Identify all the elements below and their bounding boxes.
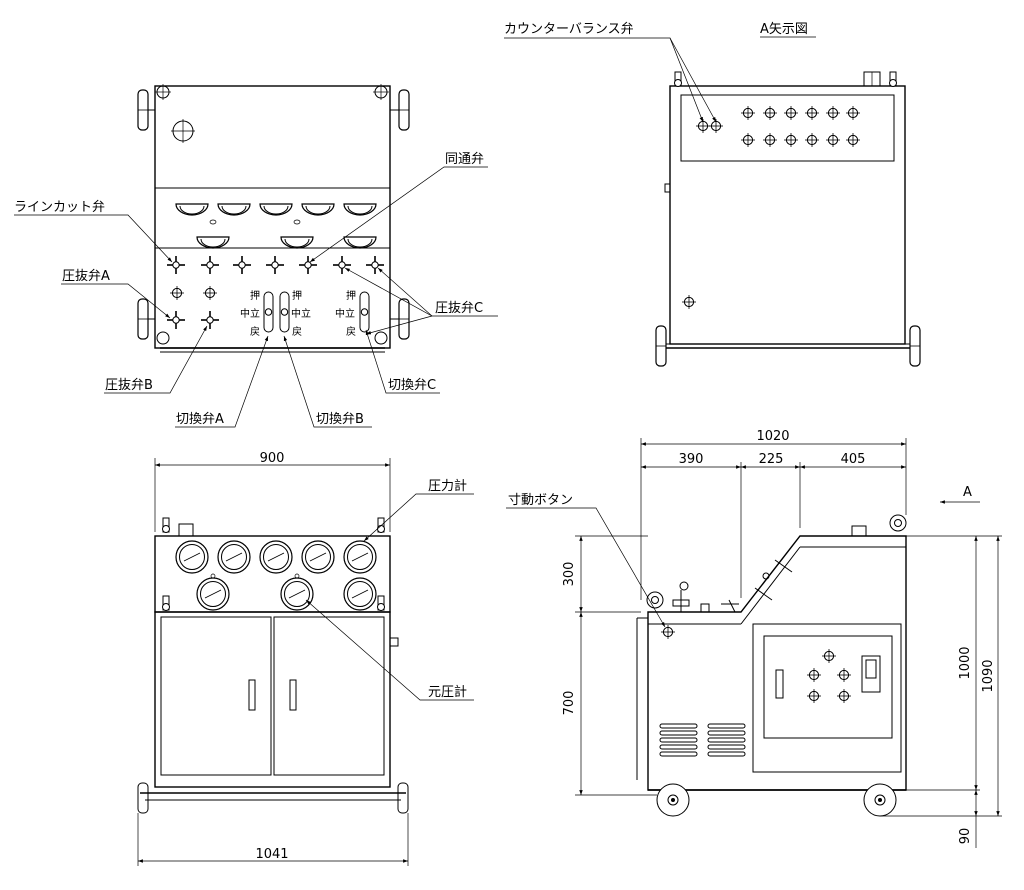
- lift-eye-icon: [162, 595, 170, 611]
- relief-valve-a-label: 圧抜弁A: [62, 268, 110, 284]
- dim-side-overall-width: 1020: [756, 429, 789, 444]
- dim-caster-height: 90: [958, 828, 973, 845]
- dim-side-seg1: 390: [679, 452, 704, 467]
- corner-fitting-icon: [155, 84, 389, 345]
- source-pressure-gauge-label: 元圧計: [428, 684, 467, 700]
- switch-lever-c: [359, 291, 370, 333]
- cabinet: [154, 611, 391, 788]
- control-panel: [680, 94, 895, 162]
- wheel-icon: [655, 325, 667, 367]
- lever-push-label: 押: [250, 289, 260, 302]
- dim-front-width: 900: [260, 451, 285, 466]
- relief-valve-c-label: 圧抜弁C: [435, 300, 483, 316]
- pressure-gauge-row: [175, 203, 377, 249]
- dim-height-total: 1090: [981, 659, 996, 692]
- door-handle: [248, 679, 256, 711]
- dim-height-upper: 300: [562, 562, 577, 587]
- relief-valve-icons: [166, 285, 220, 330]
- dim-side-seg2: 225: [759, 452, 784, 467]
- lever-neutral-label: 中立: [335, 307, 355, 320]
- dim-side-seg3: 405: [841, 452, 866, 467]
- front-view: 900 1041 圧力計 元圧計: [137, 451, 474, 866]
- lift-eye-icon: [889, 71, 897, 87]
- lever-neutral-label: 中立: [240, 307, 260, 320]
- panel-valve-icons: [740, 105, 861, 148]
- relief-valve-b-label: 圧抜弁B: [105, 377, 153, 393]
- switch-lever-a: [263, 291, 274, 333]
- wheel-icon: [137, 298, 149, 340]
- lever-push-label: 押: [346, 289, 356, 302]
- top-view: 押 中立 戻 押 中立 戻 押 中立 戻 ラインカット弁 同通弁 圧抜弁A 圧抜…: [14, 84, 498, 428]
- switch-lever-b: [279, 291, 290, 333]
- lift-eye-icon: [377, 595, 385, 611]
- dim-front-overall-width: 1041: [255, 847, 288, 862]
- switch-valve-c-label: 切換弁C: [388, 378, 436, 393]
- switch-box: [861, 655, 881, 693]
- wheel-icon: [398, 298, 410, 340]
- jog-button-icon: [660, 624, 676, 640]
- dim-height-lower: 700: [562, 691, 577, 716]
- switch-valve-b-label: 切換弁B: [316, 412, 364, 427]
- pressure-gauge-label: 圧力計: [428, 478, 467, 494]
- slanted-fittings: [672, 559, 793, 613]
- line-cut-valve-label: ラインカット弁: [14, 200, 105, 215]
- dim-height-body: 1000: [958, 646, 973, 679]
- lever-return-label: 戻: [250, 325, 260, 338]
- cabinet-door-left: [160, 616, 272, 776]
- lever-return-label: 戻: [346, 325, 356, 338]
- lift-eye-icon: [674, 71, 682, 87]
- counterbalance-valve-icons: [695, 118, 724, 134]
- wheel-icon: [137, 782, 409, 814]
- a-view-title: A矢示図: [760, 22, 808, 37]
- wheel-icon: [909, 325, 921, 367]
- pressure-gauge-row: [175, 540, 377, 611]
- lift-eye-icon: [162, 517, 170, 533]
- view-arrow-a-label: A: [963, 485, 972, 500]
- a-view: カウンターバランス弁 A矢示図: [504, 22, 921, 367]
- common-valve-label: 同通弁: [445, 152, 484, 167]
- switch-valve-a-label: 切換弁A: [176, 412, 224, 427]
- lifting-eye-icon: [171, 119, 195, 143]
- lever-neutral-label: 中立: [291, 307, 311, 320]
- vent-louvers: [659, 723, 746, 757]
- side-control-panel: [752, 623, 902, 773]
- lever-return-label: 戻: [292, 325, 302, 338]
- side-view: 1020 390 225 405: [506, 429, 1002, 848]
- counterbalance-valve-label: カウンターバランス弁: [504, 22, 634, 37]
- jog-button-label: 寸動ボタン: [508, 493, 573, 508]
- wheel-icon: [656, 783, 690, 817]
- jog-button-icon: [681, 294, 697, 310]
- side-panel-valve-icons: [806, 648, 852, 704]
- wheel-icon: [863, 783, 897, 817]
- door-handle: [289, 679, 297, 711]
- lever-push-label: 押: [292, 289, 302, 302]
- cabinet-door-right: [273, 616, 385, 776]
- indicator-slot: [775, 669, 784, 699]
- leader-lines: [14, 166, 498, 428]
- wheel-icon: [137, 89, 149, 131]
- wheel-icon: [398, 89, 410, 131]
